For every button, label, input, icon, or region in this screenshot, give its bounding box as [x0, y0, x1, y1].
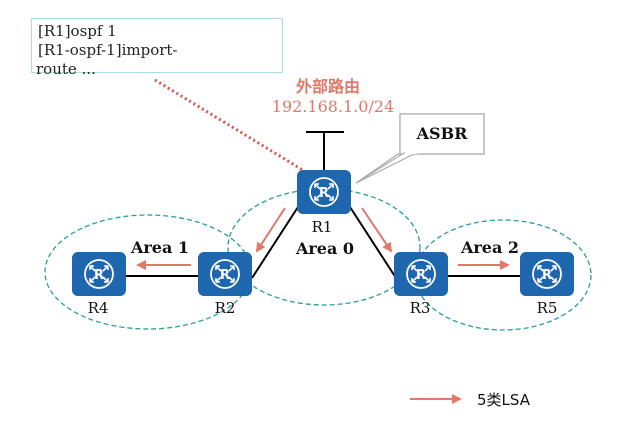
- router-r5-label: R5: [537, 299, 558, 317]
- router-r2-label: R2: [215, 299, 236, 317]
- legend-lsa-label: 5类LSA: [477, 391, 531, 409]
- command-line-2: [R1-ospf-1]import-: [38, 41, 178, 59]
- command-line-1: [R1]ospf 1: [38, 22, 117, 40]
- external-route-title: 外部路由: [295, 77, 360, 96]
- router-r4-label: R4: [88, 299, 109, 317]
- command-box: [R1]ospf 1 [R1-ospf-1]import- route ...: [31, 18, 283, 78]
- external-route-prefix: 192.168.1.0/24: [272, 97, 394, 116]
- area2-label: Area 2: [460, 238, 519, 257]
- lsa-arrow-r1-r3: [361, 207, 393, 253]
- command-pointer-line: [154, 78, 307, 174]
- link-r1-r3: [349, 206, 397, 279]
- area0-boundary: [227, 188, 421, 306]
- lsa-arrow-r1-r2: [255, 207, 286, 253]
- area1-label: Area 1: [130, 238, 189, 257]
- asbr-label: ASBR: [416, 124, 468, 143]
- router-r2-icon[interactable]: [197, 251, 253, 297]
- area0-label: Area 0: [295, 239, 354, 258]
- router-r4-icon[interactable]: [71, 251, 127, 297]
- router-r1-icon[interactable]: [296, 169, 352, 215]
- link-r1-r2: [251, 206, 299, 279]
- router-r1-label: R1: [312, 218, 333, 236]
- router-r3-icon[interactable]: [393, 251, 449, 297]
- router-r3-label: R3: [410, 299, 431, 317]
- router-r5-icon[interactable]: [519, 251, 575, 297]
- command-line-3: route ...: [36, 60, 96, 78]
